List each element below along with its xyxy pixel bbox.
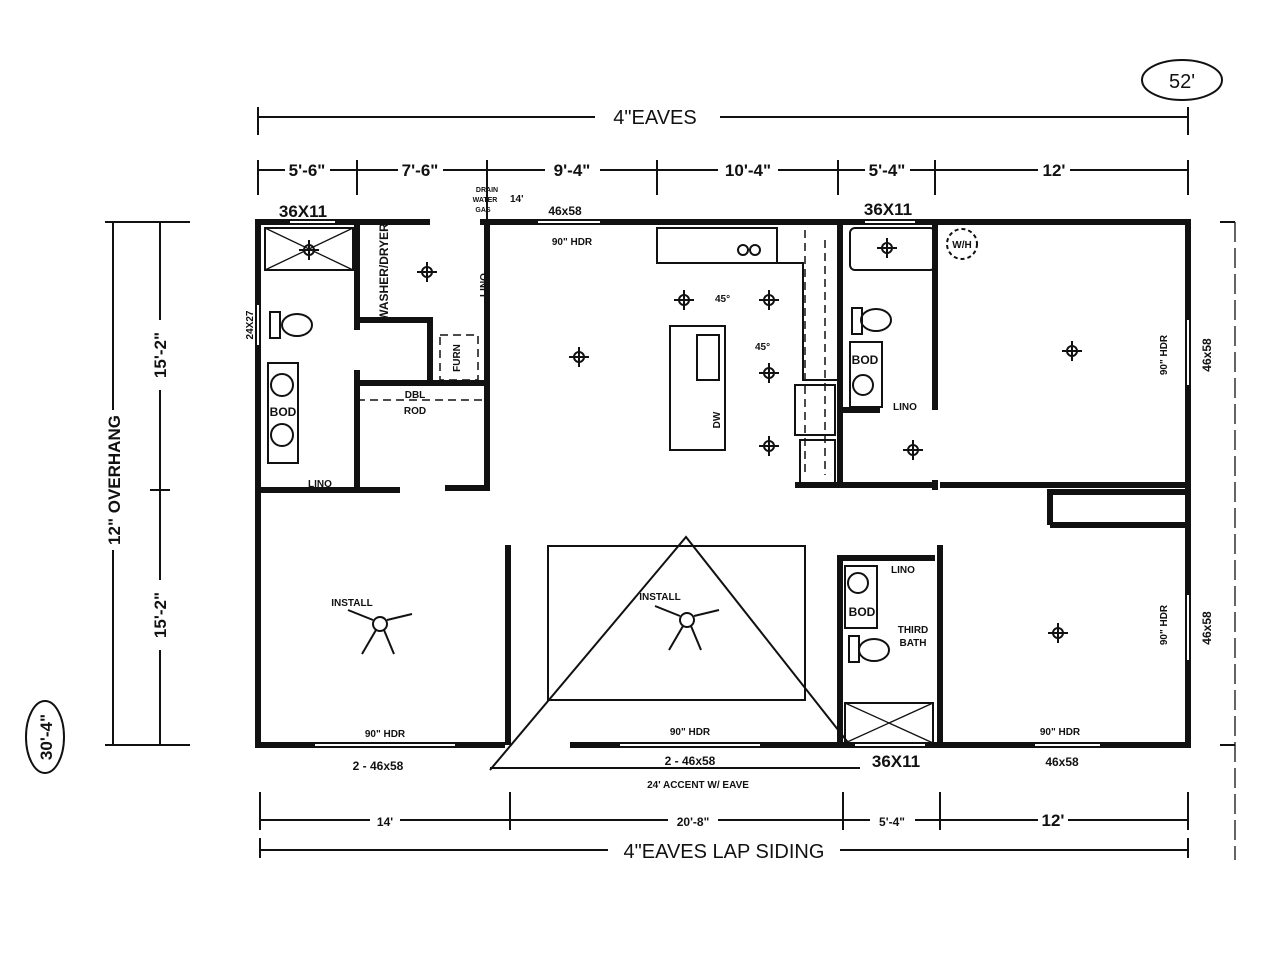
room-labels: WASHER/DRYER LINO FURN DBL ROD BOD LINO … [270,187,972,649]
utility-height-label: 14' [510,194,524,205]
accent-label: 24' ACCENT W/ EAVE [647,780,749,791]
furnace-label: FURN [452,344,463,372]
top-dimensions: 4"EAVES 5'-6" 7'-6" 9'-4" 10'-4" 5'-4" 1… [257,102,1189,222]
light-icon [903,440,923,460]
top-dim-5: 5'-4" [869,161,906,180]
window-label: 46x58 [1200,338,1214,372]
window-labels: 36X11 36X11 36X11 24X27 46x58 46x58 46x5… [245,200,1214,773]
window-label: 46x58 [1045,755,1079,769]
top-eaves-label: 4"EAVES [613,107,696,129]
depth-badge: 30'-4" [25,700,65,774]
header-label: 90" HDR [1040,727,1081,738]
bottom-eaves-label: 4"EAVES LAP SIDING [624,841,825,863]
lino-label: LINO [479,273,490,297]
window-label: 2 - 46x58 [665,754,716,768]
windows [257,221,1189,746]
angle-label: 45° [755,342,770,353]
light-icon [759,436,779,456]
water-heater-label: W/H [952,240,971,251]
depth-badge-text: 30'-4" [37,714,56,760]
install-label: INSTALL [639,592,680,603]
window-label: 46x58 [548,204,582,218]
top-dim-1: 5'-6" [289,161,326,180]
dbl-rod-label: ROD [404,406,426,417]
bottom-dim-2: 20'-8" [677,815,710,829]
light-icon [299,240,319,260]
top-dim-4: 10'-4" [725,161,771,180]
install-label: INSTALL [331,598,372,609]
light-icon [1062,341,1082,361]
ceiling-fan-icon [654,605,720,651]
fixtures [264,227,978,744]
window-label: 24X27 [245,310,256,339]
ceiling-fan-icon [347,609,413,655]
third-bath-label: BATH [899,638,926,649]
dbl-rod-label: DBL [405,390,426,401]
width-badge-text: 52' [1169,71,1195,93]
header-label: 90" HDR [1159,334,1170,375]
window-label: 36X11 [872,752,920,771]
angle-label: 45° [715,294,730,305]
window-label: 46x58 [1200,611,1214,645]
light-icon [759,363,779,383]
third-bath-label: THIRD [898,625,929,636]
bottom-dim-1: 14' [377,815,393,829]
accent-gable [489,535,860,771]
utility-label: GAS [475,207,491,214]
lino-label: LINO [891,565,915,576]
top-dim-3: 9'-4" [554,161,591,180]
light-icon [759,290,779,310]
left-dimensions: 12" OVERHANG 15'-2" 15'-2" [103,221,1236,860]
overhang-label: 12" OVERHANG [105,415,124,545]
bod-label: BOD [852,353,879,367]
window-label: 2 - 46x58 [353,759,404,773]
utility-label: WATER [473,197,498,204]
width-badge: 52' [1141,59,1223,101]
lino-label: LINO [893,402,917,413]
bottom-dim-4: 12' [1042,811,1065,830]
window-label: 36X11 [864,200,912,219]
top-dim-2: 7'-6" [402,161,439,180]
window-label: 36X11 [279,202,327,221]
light-icon [877,238,897,258]
left-dim-1: 15'-2" [151,332,170,378]
dishwasher-label: DW [712,411,723,428]
header-label: 90" HDR [552,237,593,248]
utility-label: DRAIN [476,187,498,194]
bottom-dimensions: 14' 20'-8" 5'-4" 12' 4"EAVES LAP SIDING … [259,780,1189,863]
header-label: 90" HDR [365,729,406,740]
washer-dryer-label: WASHER/DRYER [377,223,391,321]
light-icon [569,347,589,367]
bottom-dim-3: 5'-4" [879,815,905,829]
bod-label: BOD [270,405,297,419]
light-icon [1048,623,1068,643]
left-dim-2: 15'-2" [151,592,170,638]
top-dim-6: 12' [1043,161,1066,180]
lino-label: LINO [308,479,332,490]
light-icon [417,262,437,282]
header-label: 90" HDR [1159,604,1170,645]
header-label: 90" HDR [670,727,711,738]
bod-label: BOD [849,605,876,619]
light-icon [674,290,694,310]
ceiling-lights [299,238,1082,655]
